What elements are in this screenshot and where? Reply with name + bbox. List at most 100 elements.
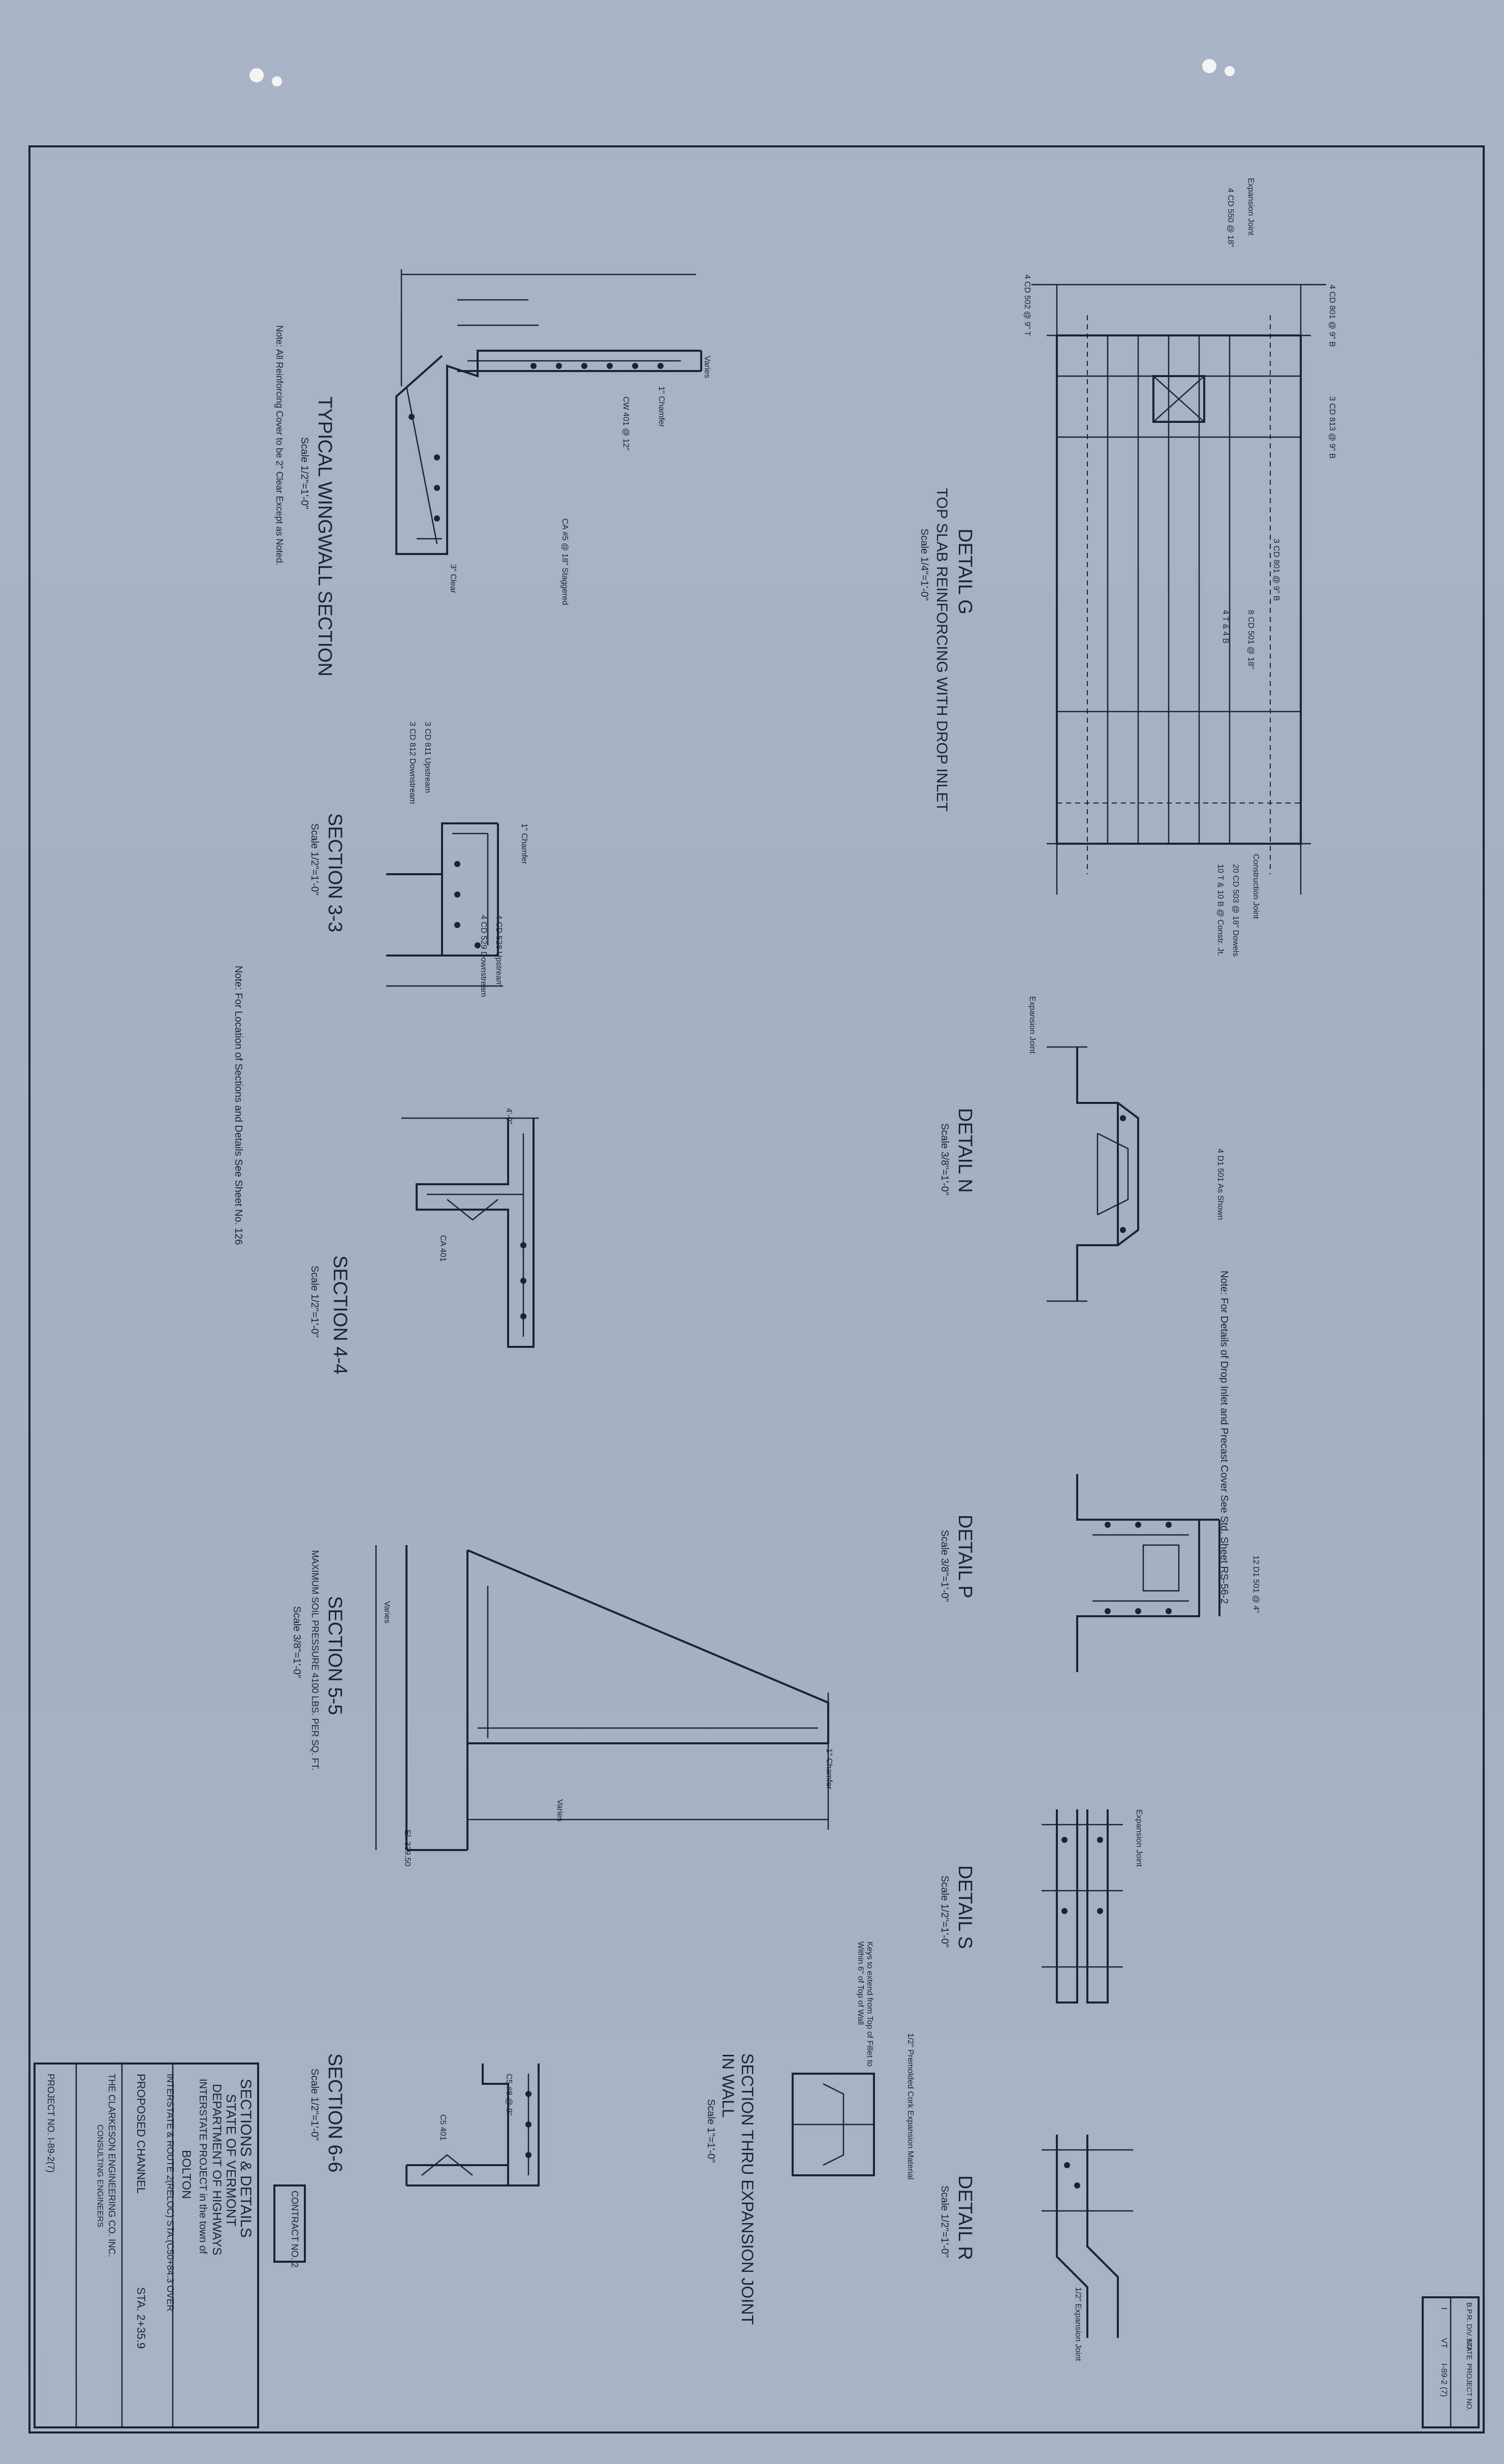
expansion-joint-title: SECTION THRU EXPANSION JOINT IN WALL — [719, 2053, 757, 2325]
section-3-3-scale: Scale 1/2"=1'-0" — [309, 823, 320, 896]
wingwall-scale: Scale 1/2"=1'-0" — [299, 437, 310, 509]
pb-value-project: I-89-2 (7) — [1439, 2363, 1448, 2397]
n-label-501: 4 D1 501 As Shown — [1216, 1149, 1225, 1220]
ww-label-chamfer: 1" Chamfer — [657, 386, 666, 427]
location-note: Note: For Location of Sections and Detai… — [233, 966, 244, 1245]
n-label-ej: Expansion Joint — [1028, 996, 1037, 1054]
detail-p-drawing — [1076, 1474, 1220, 1672]
detail-g-drawing — [1031, 284, 1326, 895]
s33-label-up: 4 CD 528 Upstream — [494, 915, 503, 987]
wingwall-note: Note: All Reinforcing Cover to be 2" Cle… — [274, 325, 285, 566]
g-label-4: 8 CD 501 @ 18" — [1246, 610, 1255, 669]
section-6-6-scale: Scale 1/2"=1'-0" — [309, 2069, 320, 2141]
wingwall-title: TYPICAL WINGWALL SECTION — [314, 396, 335, 677]
detail-s-drawing — [1042, 1809, 1123, 2004]
project-box-frame — [1422, 2296, 1480, 2428]
s55-label-varies: Varies — [383, 1601, 391, 1624]
punch-hole — [272, 76, 282, 86]
title-block-frame — [34, 2062, 306, 2428]
section-4-4-title: SECTION 4-4 — [329, 1255, 351, 1375]
tb-state: STATE OF VERMONT — [224, 2094, 239, 2227]
section-3-3-title: SECTION 3-3 — [324, 813, 346, 933]
section-6-6-title: SECTION 6-6 — [324, 2053, 346, 2173]
sheet-border — [28, 145, 1485, 2434]
ww-label-varies: Varies — [703, 356, 711, 379]
expansion-joint-scale: Scale 1"=1'-0" — [705, 2099, 716, 2163]
g-label-1: 4 CD 801 @ 9" B — [1328, 285, 1336, 347]
section-4-4-scale: Scale 1/2"=1'-0" — [309, 1266, 320, 1338]
r-label-ej: 1/2" Expansion Joint — [1074, 2287, 1082, 2361]
detail-g-scale: Scale 1/4"=1'-0" — [919, 529, 930, 601]
tb-sheet-title: SECTIONS & DETAILS — [237, 2079, 254, 2238]
section-3-3-drawing — [386, 822, 503, 987]
g-label-8: 4 CD 502 @ 9" T — [1023, 274, 1031, 336]
tb-engineer: THE CLARKESON ENGINEERING CO. INC. — [107, 2074, 117, 2258]
punch-hole — [1202, 59, 1216, 73]
detail-r-title: DETAIL R — [954, 2175, 976, 2260]
section-5-5-scale: Scale 3/8"=1'-0" — [291, 1606, 302, 1678]
s33-label-cd812: 3 CD 812 Downstream — [408, 722, 417, 804]
tb-contract: CONTRACT NO. 2 — [290, 2191, 300, 2268]
detail-r-scale: Scale 1/2"=1'-0" — [939, 2185, 950, 2258]
tb-project-line: INTERSTATE PROJECT in the town of — [197, 2079, 208, 2254]
s55-label-chamfer: 1" Chamfer — [825, 1748, 833, 1790]
ej-label-keys: Keys to extend from Top of Fillet to Wit… — [856, 1942, 874, 2067]
expansion-joint-section-drawing — [792, 2073, 875, 2176]
s44-label-width: 4'-0" — [505, 1108, 513, 1124]
g-label-7: 4 CD 550 @ 18" — [1226, 188, 1235, 248]
g-label-11: 10 T & 10 B @ Constr. Jt. — [1216, 864, 1225, 957]
detail-s-scale: Scale 1/2"=1'-0" — [939, 1875, 950, 1948]
punch-hole — [1225, 66, 1235, 76]
ej-label-cork: 1/2" Premolded Cork Expansion Material — [906, 2033, 915, 2180]
section-6-6-drawing — [405, 2063, 540, 2186]
drop-inlet-note: Note: For Details of Drop Inlet and Prec… — [1218, 1271, 1230, 1604]
pb-header-project: PROJECT NO. — [1465, 2363, 1474, 2411]
s44-label-ca401: CA 401 — [438, 1235, 447, 1262]
s-label-ej: Expansion Joint — [1135, 1809, 1143, 1867]
s66-label-1: C5 #8 @ 9" — [505, 2074, 513, 2116]
detail-n-title: DETAIL N — [954, 1108, 976, 1193]
detail-p-scale: Scale 3/8"=1'-0" — [939, 1530, 950, 1602]
wingwall-section-drawing — [395, 269, 702, 555]
detail-g-title: DETAIL G — [954, 529, 976, 614]
tb-structure: PROPOSED CHANNEL — [135, 2074, 147, 2194]
section-5-5-title: SECTION 5-5 — [324, 1596, 346, 1715]
ww-label-cw401: CW 401 @ 12" — [621, 396, 630, 451]
tb-town: BOLTON — [179, 2150, 193, 2199]
detail-g-subtitle: TOP SLAB REINFORCING WITH DROP INLET — [933, 488, 950, 812]
g-label-3: 3 CD 801 @ 9" B — [1272, 539, 1280, 601]
g-label-10: 20 CD 503 @ 18" Dowels — [1231, 864, 1240, 957]
s33-label-cd811: 3 CD 811 Upstream — [423, 722, 432, 793]
pb-header-state: STATE — [1465, 2338, 1474, 2360]
ww-label-ca5: CA #5 @ 18" Staggered — [560, 518, 569, 605]
detail-n-drawing — [1047, 1046, 1139, 1302]
punch-hole — [249, 68, 264, 82]
s66-label-2: C5 401 — [438, 2114, 447, 2141]
detail-r-drawing — [1042, 2135, 1133, 2338]
s55-label-elev: El. 339.50 — [403, 1830, 412, 1867]
g-label-5: 4 T & 4 B — [1221, 610, 1230, 644]
tb-engineer-role: CONSULTING ENGINEERS — [96, 2124, 104, 2228]
detail-n-scale: Scale 3/8"=1'-0" — [939, 1123, 950, 1195]
section-5-5-drawing — [375, 1545, 829, 1851]
section-4-4-drawing — [401, 1117, 539, 1348]
g-label-6: Expansion Joint — [1246, 178, 1255, 235]
detail-s-title: DETAIL S — [954, 1865, 976, 1949]
section-5-5-note: MAXIMUM SOIL PRESSURE 4100 LBS. PER SQ. … — [310, 1550, 320, 1771]
p-label-1: 12 D1 501 @ 4" — [1251, 1555, 1260, 1613]
tb-route: INTERSTATE & ROUTE 2(RELOC) STA.(C50+84.… — [165, 2074, 175, 2312]
detail-p-title: DETAIL P — [954, 1515, 976, 1598]
g-label-9: Construction Joint — [1251, 854, 1260, 919]
s33-label-down: 4 CD 529 Downstream — [479, 915, 488, 997]
pb-value-state: VT — [1439, 2338, 1448, 2349]
g-label-2: 3 CD 813 @ 9" B — [1328, 396, 1336, 459]
pb-value-div: I — [1439, 2307, 1448, 2310]
tb-department: DEPARTMENT OF HIGHWAYS — [210, 2084, 224, 2256]
ww-label-clear: 3" Clear — [449, 564, 457, 594]
tb-project-no: PROJECT NO. I-89-2(7) — [46, 2074, 56, 2173]
tb-station: STA. 2+35.9 — [135, 2287, 147, 2349]
s55-label-varies-2: Varies — [555, 1799, 564, 1822]
s33-label-chamfer: 1" Chamfer — [520, 823, 528, 865]
